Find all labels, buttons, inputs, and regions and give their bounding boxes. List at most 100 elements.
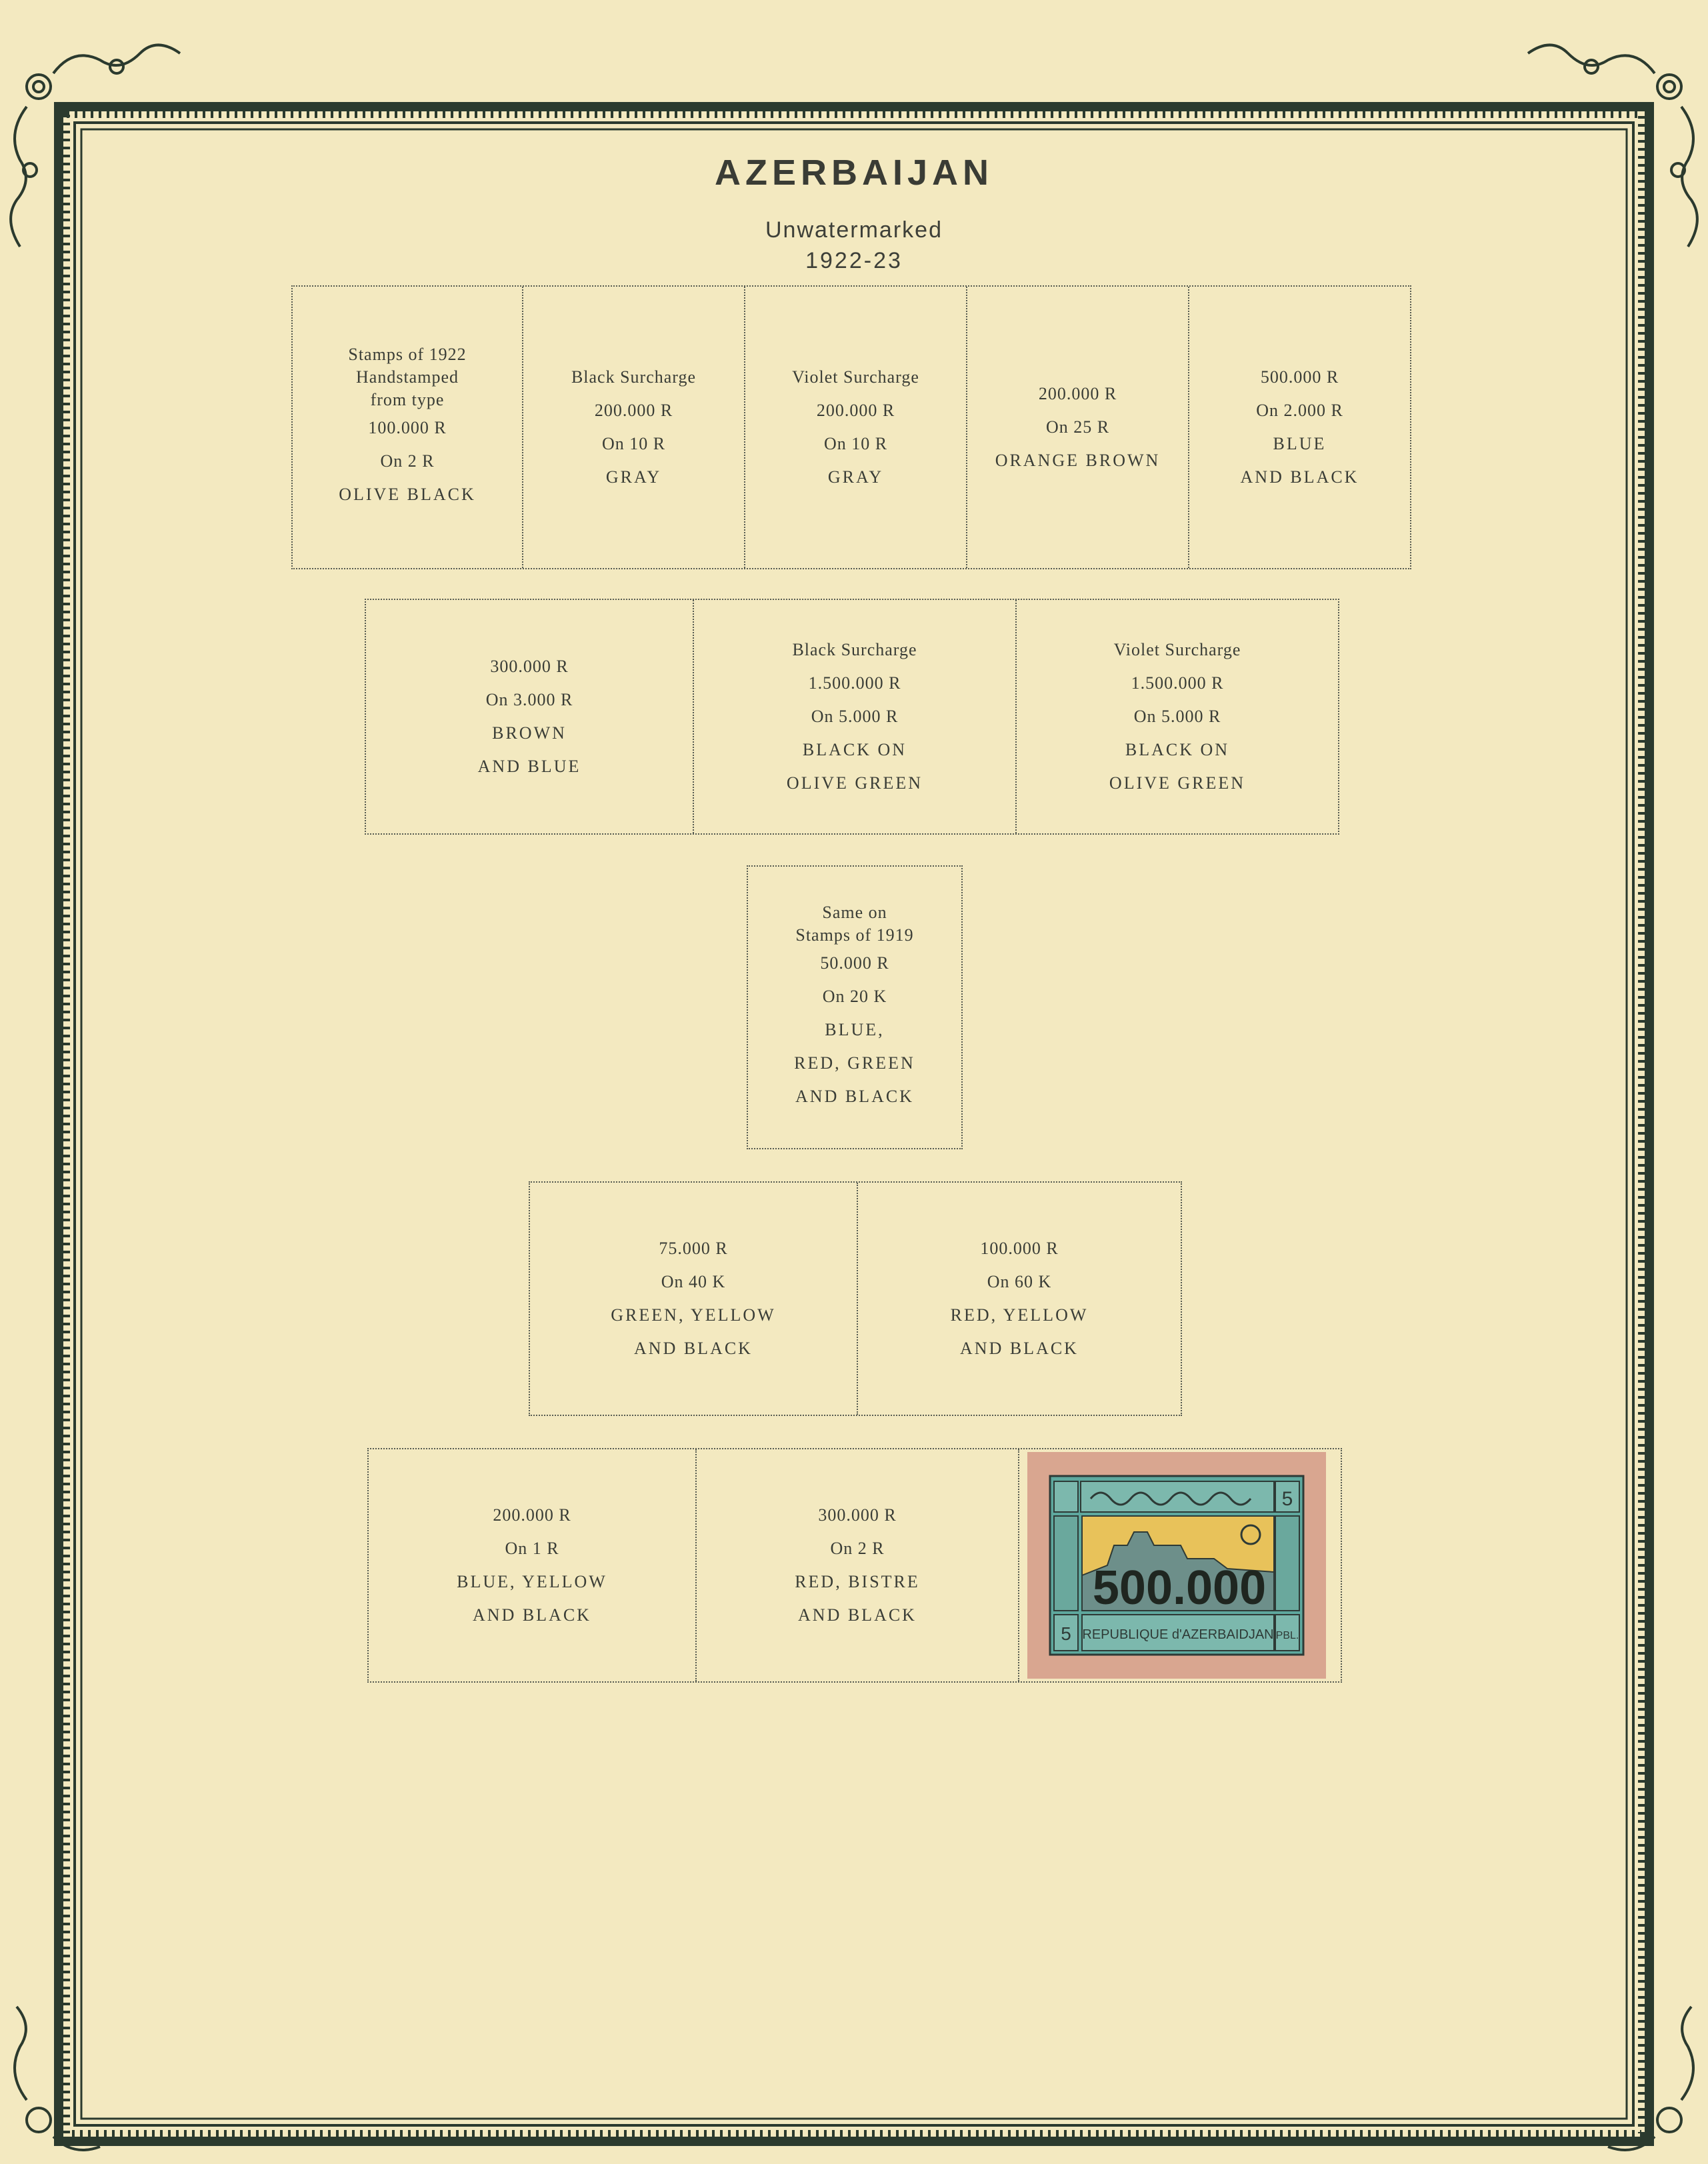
page-title: AZERBAIJAN xyxy=(714,153,994,193)
surcharge-value: 1.500.000 R xyxy=(1131,673,1224,693)
color-description: AND BLACK xyxy=(960,1339,1079,1358)
color-description: AND BLUE xyxy=(477,757,581,776)
color-description: AND BLACK xyxy=(634,1339,753,1358)
corner-ornament-top-left xyxy=(9,43,181,248)
color-description: AND BLACK xyxy=(473,1605,591,1625)
stamp-corner-box xyxy=(1053,1614,1079,1651)
stamp-corner-box xyxy=(1053,1481,1079,1513)
surcharge-value: 500.000 R xyxy=(1260,367,1339,387)
surcharge-value: 75.000 R xyxy=(659,1239,728,1258)
color-description: RED, GREEN xyxy=(794,1053,915,1073)
stamp-row-1: Stamps of 1922 Handstamped from type 100… xyxy=(291,285,1411,569)
color-description: GRAY xyxy=(827,467,884,487)
stamp-row-4: 75.000 R On 40 K GREEN, YELLOW AND BLACK… xyxy=(529,1181,1182,1416)
color-description: BLACK ON xyxy=(802,740,907,759)
surcharge-value: 100.000 R xyxy=(368,418,447,437)
corner-ornament-bottom-right xyxy=(1607,2005,1695,2151)
color-description: OLIVE GREEN xyxy=(786,773,923,793)
base-value: On 2.000 R xyxy=(1256,401,1343,420)
stamp-value-left: 5 xyxy=(1061,1623,1071,1644)
stamp-corner-box xyxy=(1275,1481,1300,1513)
surcharge-value: 300.000 R xyxy=(490,657,569,676)
surcharge-value: 200.000 R xyxy=(1038,384,1117,403)
stamp-value-right: PBL. xyxy=(1276,1630,1299,1641)
corner-ornament-top-right xyxy=(1527,43,1699,248)
surcharge-value: 200.000 R xyxy=(816,401,895,420)
space-caption: Stamps of 1922 xyxy=(348,345,467,364)
color-description: OLIVE GREEN xyxy=(1109,773,1246,793)
surcharge-value: 200.000 R xyxy=(493,1505,571,1525)
stamp-side-column xyxy=(1053,1515,1079,1611)
stamp-row-5: 200.000 R On 1 R BLUE, YELLOW AND BLACK … xyxy=(367,1448,1342,1683)
base-value: On 2 R xyxy=(380,451,435,471)
stamp-inscription: REPUBLIQUE d'AZERBAIDJAN xyxy=(1082,1627,1273,1642)
color-description: BROWN xyxy=(492,723,567,743)
stamp-space[interactable]: 100.000 R On 60 K RED, YELLOW AND BLACK xyxy=(857,1183,1181,1415)
stamp-space[interactable]: 200.000 R On 25 R ORANGE BROWN xyxy=(966,287,1188,568)
stamp-corner-box xyxy=(1275,1614,1300,1651)
space-caption: Black Surcharge xyxy=(792,640,917,659)
color-description: RED, BISTRE xyxy=(795,1572,920,1591)
color-description: BLUE, xyxy=(825,1020,885,1039)
stamp-top-value: 5 xyxy=(1282,1488,1293,1510)
stamp-bottom-panel xyxy=(1081,1614,1275,1651)
base-value: On 20 K xyxy=(822,987,887,1006)
space-caption: Black Surcharge xyxy=(571,367,697,387)
color-description: ORANGE BROWN xyxy=(995,451,1161,470)
stamp-space-filled[interactable]: 5 500.000 5 REPUBLIQUE d'AZERBAIDJAN PBL… xyxy=(1018,1449,1341,1681)
mounted-stamp[interactable]: 5 500.000 5 REPUBLIQUE d'AZERBAIDJAN PBL… xyxy=(1027,1452,1326,1679)
surcharge-value: 300.000 R xyxy=(818,1505,897,1525)
surcharge-value: 200.000 R xyxy=(594,401,673,420)
watermark-subtitle: Unwatermarked xyxy=(765,217,943,243)
base-value: On 10 R xyxy=(601,434,666,453)
arabic-inscription xyxy=(1089,1491,1252,1506)
space-caption: Same on xyxy=(822,903,887,922)
color-description: GREEN, YELLOW xyxy=(611,1305,776,1325)
stamp-space[interactable]: Black Surcharge 1.500.000 R On 5.000 R B… xyxy=(693,600,1015,833)
stamp-space[interactable]: Same on Stamps of 1919 50.000 R On 20 K … xyxy=(748,867,961,1148)
base-value: On 3.000 R xyxy=(485,690,573,709)
space-caption: from type xyxy=(370,390,445,409)
color-description: BLACK ON xyxy=(1125,740,1230,759)
color-description: RED, YELLOW xyxy=(950,1305,1089,1325)
stamp-top-panel xyxy=(1080,1481,1275,1513)
base-value: On 60 K xyxy=(987,1272,1052,1291)
base-value: On 10 R xyxy=(823,434,888,453)
color-description: AND BLACK xyxy=(795,1087,914,1106)
surcharge-value: 100.000 R xyxy=(980,1239,1059,1258)
base-value: On 25 R xyxy=(1045,417,1110,437)
stamp-side-column xyxy=(1275,1515,1300,1611)
stamp-space[interactable]: 200.000 R On 1 R BLUE, YELLOW AND BLACK xyxy=(369,1449,695,1681)
stamp-space[interactable]: Black Surcharge 200.000 R On 10 R GRAY xyxy=(522,287,744,568)
stamp-space[interactable]: Violet Surcharge 200.000 R On 10 R GRAY xyxy=(744,287,966,568)
base-value: On 40 K xyxy=(661,1272,726,1291)
space-caption: Handstamped xyxy=(356,367,459,387)
stamp-row-2: 300.000 R On 3.000 R BROWN AND BLUE Blac… xyxy=(365,599,1339,835)
surcharge-value: 1.500.000 R xyxy=(808,673,901,693)
crescent-icon xyxy=(1240,1524,1261,1545)
stamp-row-3: Same on Stamps of 1919 50.000 R On 20 K … xyxy=(747,865,963,1149)
surcharge-value: 50.000 R xyxy=(820,953,889,973)
stamp-scene-buildings xyxy=(1081,1531,1275,1611)
space-caption: Violet Surcharge xyxy=(792,367,919,387)
space-caption: Stamps of 1919 xyxy=(795,925,914,945)
color-description: BLUE, YELLOW xyxy=(457,1572,607,1591)
stamp-space[interactable]: 300.000 R On 3.000 R BROWN AND BLUE xyxy=(366,600,693,833)
base-value: On 5.000 R xyxy=(811,707,899,726)
stamp-space[interactable]: 75.000 R On 40 K GREEN, YELLOW AND BLACK xyxy=(530,1183,857,1415)
color-description: BLUE xyxy=(1273,434,1327,453)
base-value: On 5.000 R xyxy=(1133,707,1221,726)
stamp-space[interactable]: 500.000 R On 2.000 R BLUE AND BLACK xyxy=(1188,287,1410,568)
stamp-surcharge: 500.000 xyxy=(1093,1561,1266,1615)
corner-ornament-bottom-left xyxy=(13,2005,101,2151)
color-description: AND BLACK xyxy=(798,1605,917,1625)
color-description: OLIVE BLACK xyxy=(339,485,476,504)
color-description: GRAY xyxy=(605,467,662,487)
stamp-space[interactable]: Stamps of 1922 Handstamped from type 100… xyxy=(293,287,522,568)
stamp-space[interactable]: Violet Surcharge 1.500.000 R On 5.000 R … xyxy=(1015,600,1338,833)
base-value: On 2 R xyxy=(830,1539,885,1558)
stamp-space[interactable]: 300.000 R On 2 R RED, BISTRE AND BLACK xyxy=(695,1449,1018,1681)
issue-years: 1922-23 xyxy=(805,248,903,273)
